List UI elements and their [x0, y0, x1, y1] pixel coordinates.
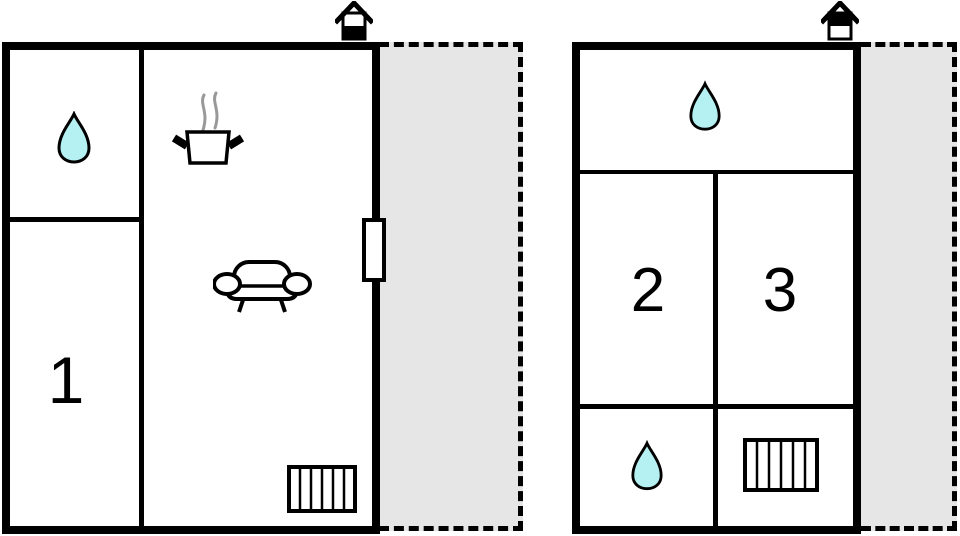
house-upper-floor-icon	[819, 0, 861, 41]
water-drop-shape	[631, 439, 663, 491]
room-label-1: 1	[47, 343, 85, 417]
water-drop-icon	[688, 80, 722, 133]
terrace-left	[379, 42, 523, 531]
water-drop-icon	[630, 439, 664, 493]
house-ground-floor-icon	[333, 0, 375, 41]
water-drop-shape	[689, 80, 721, 131]
interior-wall-vertical-right	[713, 170, 718, 526]
radiator-icon	[287, 465, 357, 513]
sofa-icon	[212, 253, 313, 318]
water-drop-shape	[57, 110, 91, 164]
window-icon	[362, 218, 386, 282]
interior-wall-horizontal-left	[10, 217, 144, 222]
cooking-pot-icon	[168, 88, 248, 168]
interior-wall-vertical-left	[139, 50, 144, 526]
terrace-right	[861, 42, 957, 531]
room-label-3: 3	[762, 256, 798, 325]
radiator-icon	[743, 438, 819, 492]
water-drop-icon	[56, 110, 92, 165]
building-left	[2, 42, 380, 534]
room-label-2: 2	[630, 256, 666, 325]
interior-wall-horizontal-bottom-right	[580, 404, 853, 409]
